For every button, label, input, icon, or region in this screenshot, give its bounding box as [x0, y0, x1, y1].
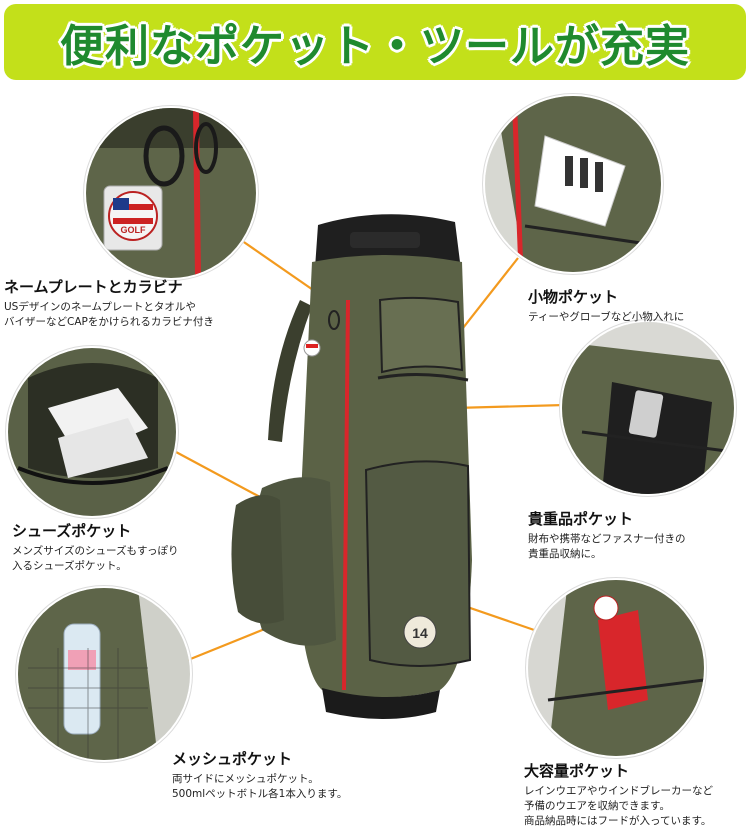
- nameplate-text: GOLF: [121, 225, 146, 235]
- nameplate-closeup-image: GOLF: [86, 108, 256, 278]
- callout-title: メッシュポケット: [172, 750, 293, 768]
- callout-shoes-pocket: シューズポケット メンズサイズのシューズもすっぽり 入るシューズポケット。: [12, 520, 179, 574]
- shoes-pocket-closeup-image: [8, 348, 176, 516]
- callout-desc: バイザーなどCAPをかけられるカラビナ付き: [4, 316, 214, 328]
- callout-desc: 両サイドにメッシュポケット。: [172, 773, 319, 785]
- callout-mesh-pocket: メッシュポケット 両サイドにメッシュポケット。 500mlペットボトル各1本入り…: [172, 748, 347, 802]
- bag-patch-text: 14: [412, 625, 428, 641]
- callout-desc: レインウエアやウインドブレーカーなど: [524, 785, 713, 797]
- valuables-pocket-closeup-image: [562, 322, 734, 494]
- mesh-pocket-closeup-image: [18, 588, 190, 760]
- callout-large-pocket: 大容量ポケット レインウエアやウインドブレーカーなど 予備のウエアを収納できます…: [524, 760, 713, 829]
- callout-title: 大容量ポケット: [524, 762, 630, 780]
- callout-desc: ティーやグローブなど小物入れに: [528, 311, 685, 323]
- callout-desc: 入るシューズポケット。: [12, 560, 127, 572]
- callout-desc: 財布や携帯などファスナー付きの: [528, 533, 686, 545]
- page-title: 便利なポケット・ツールが充実: [60, 21, 690, 72]
- header-banner: 便利なポケット・ツールが充実: [4, 4, 746, 80]
- small-pocket-closeup-image: [485, 96, 661, 272]
- callout-desc: 予備のウエアを収納できます。: [524, 800, 670, 812]
- callout-small-pocket: 小物ポケット ティーやグローブなど小物入れに: [528, 286, 684, 325]
- callout-desc: メンズサイズのシューズもすっぽり: [12, 545, 179, 557]
- large-pocket-closeup-image: [528, 580, 704, 756]
- callout-title: 貴重品ポケット: [528, 510, 634, 528]
- callout-desc: 貴重品収納に。: [528, 548, 602, 560]
- callout-title: シューズポケット: [12, 522, 132, 540]
- callout-title: 小物ポケット: [528, 288, 619, 306]
- callout-desc: 商品納品時にはフードが入っています。: [524, 815, 712, 827]
- callout-desc: USデザインのネームプレートとタオルや: [4, 301, 196, 313]
- callout-desc: 500mlペットボトル各1本入ります。: [172, 788, 348, 800]
- callout-valuables-pocket: 貴重品ポケット 財布や携帯などファスナー付きの 貴重品収納に。: [528, 508, 686, 562]
- golf-bag-image: 14: [231, 214, 472, 719]
- callout-nameplate: ネームプレートとカラビナ USデザインのネームプレートとタオルや バイザーなどC…: [4, 276, 214, 330]
- callout-title: ネームプレートとカラビナ: [4, 278, 183, 296]
